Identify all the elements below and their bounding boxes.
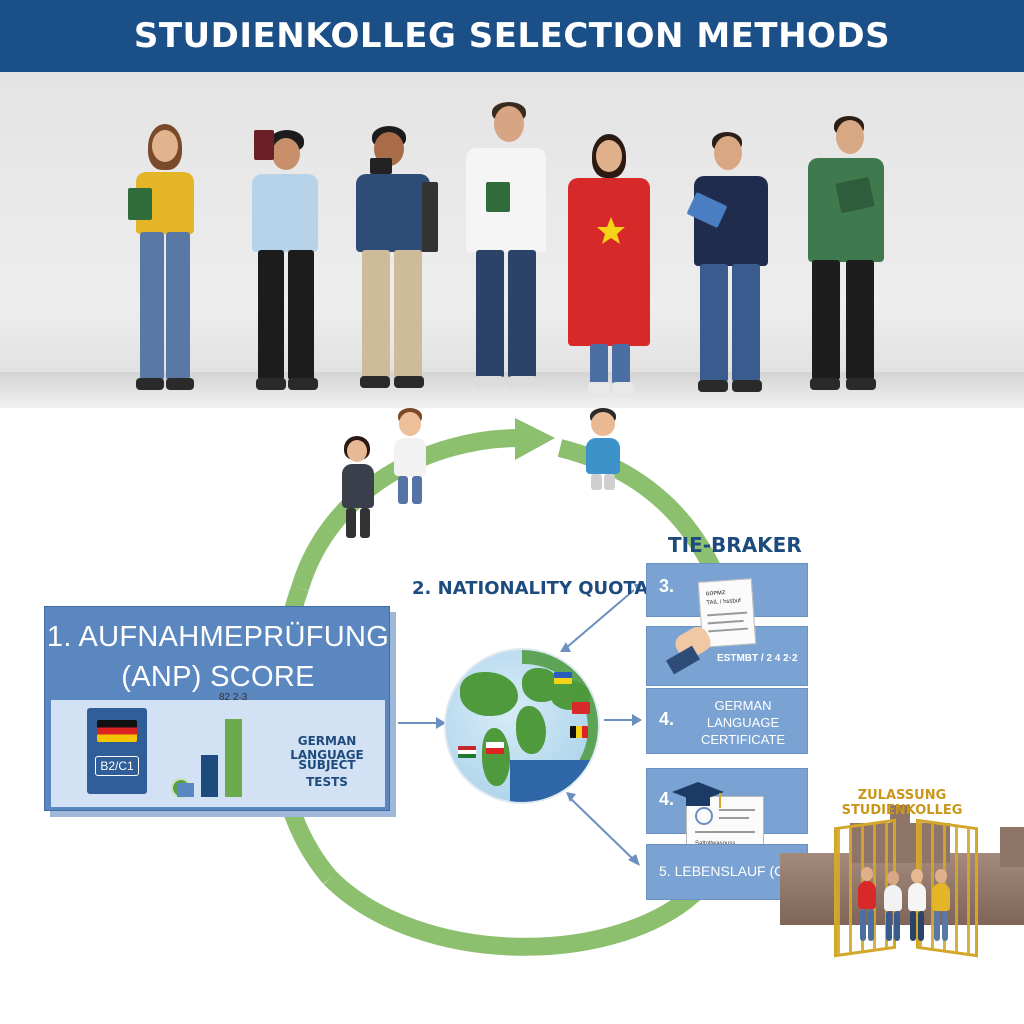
anp-title: 1. AUFNAHMEPRÜFUNG (ANP) SCORE <box>45 617 391 697</box>
bar-chart-bar <box>225 719 242 797</box>
anp-title-line2: (ANP) SCORE <box>121 661 315 693</box>
passport-icon <box>486 182 510 212</box>
step-4a-text: GERMAN LANGUAGE CERTIFICATE <box>700 698 786 747</box>
students-photo <box>0 72 1024 408</box>
cartoon-student <box>390 408 430 508</box>
selection-diagram: 1. AUFNAHMEPRÜFUNG (ANP) SCORE B2/C1 82 … <box>0 408 1024 1024</box>
student-figure <box>798 116 890 404</box>
graduation-cap-icon <box>672 782 724 808</box>
star-icon <box>597 217 625 244</box>
walking-student <box>906 869 928 947</box>
step-4-language-box: 4. GERMAN LANGUAGE CERTIFICATE <box>646 688 808 754</box>
flag-icon <box>486 742 504 754</box>
step-4b-number: 4. <box>659 789 675 809</box>
doc-subheading: TAIL / hssbuf <box>706 598 742 607</box>
nationality-quota-label: 2. NATIONALITY QUOTA <box>412 578 649 599</box>
walking-student <box>856 867 878 947</box>
zulassung-line1: ZULASSUNG <box>857 788 947 803</box>
student-figure <box>458 102 554 402</box>
step-4a-number: 4. <box>659 709 675 729</box>
anp-text-subject: SUBJECT <box>298 758 356 772</box>
step-5-text: 5. LEBENSLAUF (CV) <box>659 863 799 879</box>
language-certificate-icon: B2/C1 <box>87 708 191 798</box>
university-building <box>780 853 1024 925</box>
globe-icon <box>444 648 600 804</box>
doc-heading: ɢᴏᴘᴍᴢ <box>705 589 726 598</box>
cartoon-student <box>338 436 378 542</box>
anp-details-panel: B2/C1 82 2·3 GERMAN LANGUAGE SUBJECT TES… <box>51 692 385 807</box>
step-3-caption: ESTMBT / 2 4 2·2 <box>717 653 798 664</box>
walking-student <box>930 869 952 947</box>
flag-icon <box>554 672 572 684</box>
flag-icon <box>458 746 476 758</box>
student-figure <box>236 130 328 402</box>
camera-icon <box>370 158 392 174</box>
zulassung-line2: STUDIENKOLLEG <box>841 803 963 818</box>
student-figure <box>562 134 658 404</box>
zulassung-gate-scene: ZULASSUNG STUDIENKOLLEG <box>780 783 1024 958</box>
student-figure <box>350 126 442 402</box>
bar-chart-bar <box>201 755 218 797</box>
flag-icon <box>570 726 588 738</box>
tie-breaker-label: TIE-BRAKER <box>668 533 802 557</box>
student-figure <box>126 124 206 404</box>
anp-text-language: GERMAN LANGUAGE <box>290 734 364 762</box>
bar-chart-label: 82 2·3 <box>219 692 248 703</box>
walking-student <box>882 871 904 947</box>
seal-icon <box>695 807 713 825</box>
bar-chart-bar <box>177 783 194 797</box>
certificate-level: B2/C1 <box>95 756 139 776</box>
anp-score-box: 1. AUFNAHMEPRÜFUNG (ANP) SCORE B2/C1 82 … <box>44 606 390 811</box>
page-title: STUDIENKOLLEG SELECTION METHODS <box>133 16 891 56</box>
passport-icon <box>128 188 152 220</box>
anp-title-line1: 1. AUFNAHMEPRÜFUNG <box>46 621 390 653</box>
header-bar: STUDIENKOLLEG SELECTION METHODS <box>0 0 1024 72</box>
zulassung-label: ZULASSUNG STUDIENKOLLEG <box>824 788 980 818</box>
anp-text-tests: TESTS <box>306 775 348 789</box>
germany-flag-icon <box>97 720 137 742</box>
cartoon-student <box>582 408 624 492</box>
step-3-number: 3. <box>659 576 675 596</box>
flag-icon <box>572 702 590 714</box>
student-figure <box>686 132 778 404</box>
passport-icon <box>254 130 274 160</box>
ring-arrow-head <box>515 418 555 460</box>
